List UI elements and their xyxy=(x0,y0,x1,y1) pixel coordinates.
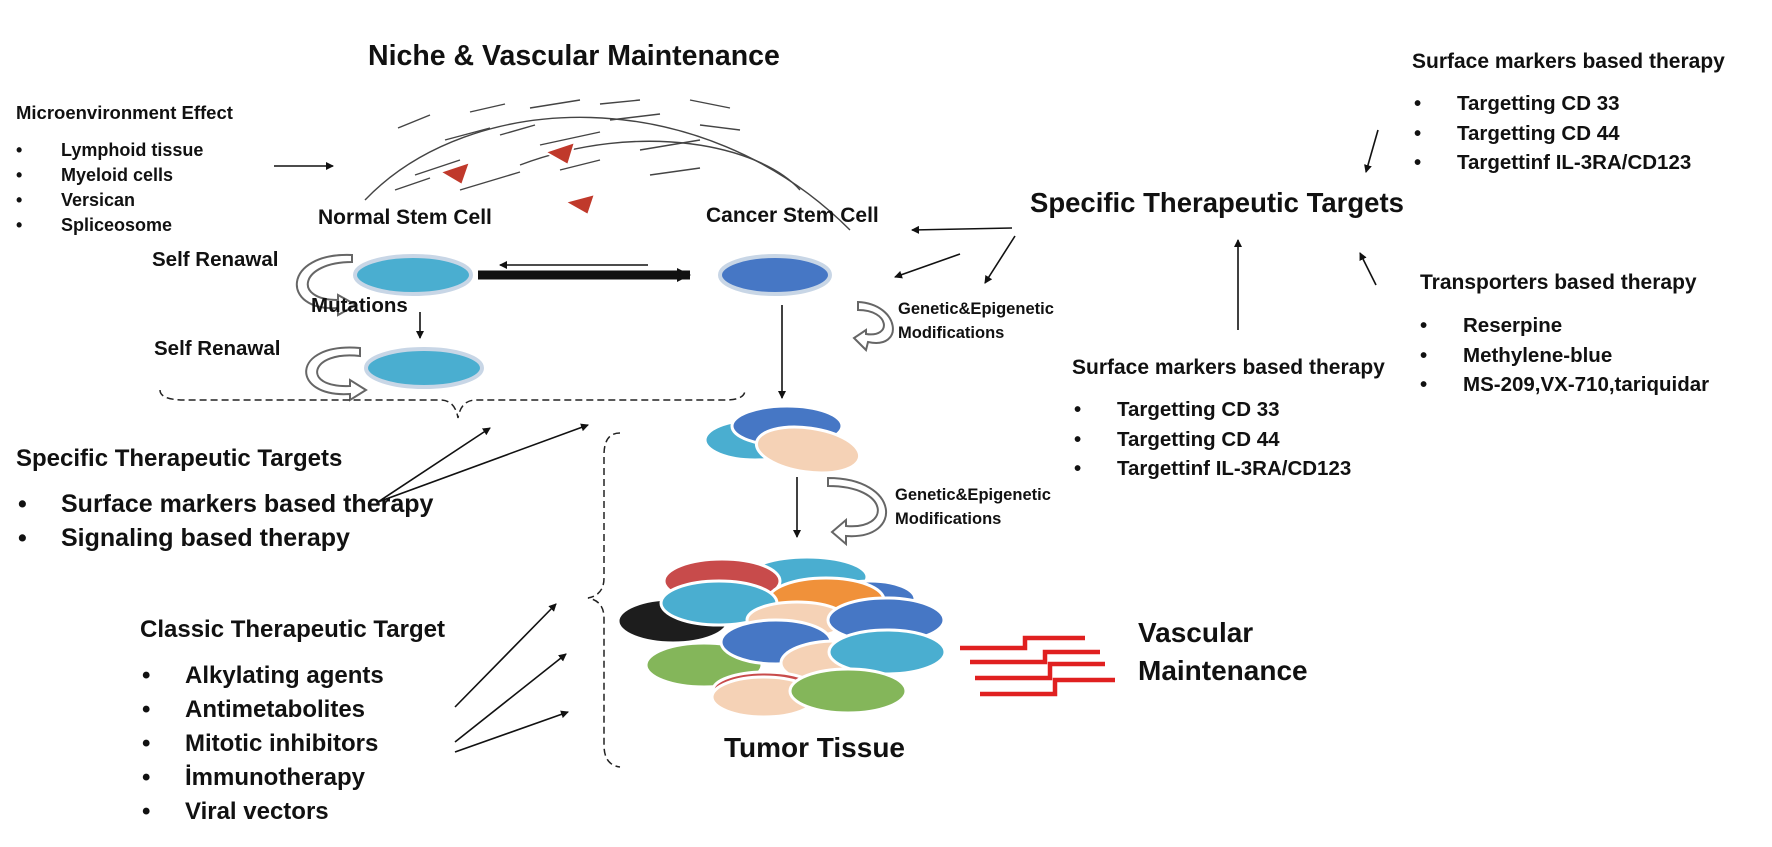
microenvironment-heading: Microenvironment Effect xyxy=(16,102,233,123)
list-item: Viral vectors xyxy=(140,798,384,832)
tumor-tissue-cluster xyxy=(616,555,947,719)
red-blood-cells xyxy=(437,140,597,217)
list-item: Targetting CD 33 xyxy=(1412,92,1691,122)
modifications-label-1b: Modifications xyxy=(898,324,1005,342)
list-item: Signaling based therapy xyxy=(16,524,433,558)
modifications-label-2a: Genetic&Epigenetic xyxy=(895,486,1051,504)
right-specific-targets-heading: Specific Therapeutic Targets xyxy=(1030,187,1404,218)
vascular-lines xyxy=(960,635,1115,697)
normal-stem-cell xyxy=(353,254,473,296)
list-item: Lymphoid tissue xyxy=(16,140,203,165)
self-renewal-label-2: Self Renawal xyxy=(154,337,281,360)
transporters-heading: Transporters based therapy xyxy=(1420,271,1697,294)
self-renewal-label-1: Self Renawal xyxy=(152,248,279,271)
transition-cell-cluster xyxy=(703,404,862,475)
list-item: Mitotic inhibitors xyxy=(140,730,384,764)
list-item: Reserpine xyxy=(1418,314,1709,344)
left-specific-targets-heading: Specific Therapeutic Targets xyxy=(16,445,343,472)
classic-targets-list: Alkylating agents Antimetabolites Mitoti… xyxy=(140,662,384,832)
list-item: Surface markers based therapy xyxy=(16,490,433,524)
list-item: MS-209,VX-710,tariquidar xyxy=(1418,373,1709,403)
vertical-brace xyxy=(587,432,621,768)
classic-targets-heading: Classic Therapeutic Target xyxy=(140,616,445,643)
mutations-label: Mutations xyxy=(311,294,408,317)
list-item: Targetting CD 44 xyxy=(1412,122,1691,152)
cancer-stem-cell-label: Cancer Stem Cell xyxy=(706,204,879,227)
surface-markers-top-list: Targetting CD 33 Targetting CD 44 Target… xyxy=(1412,92,1691,181)
modifications-label-2b: Modifications xyxy=(895,510,1002,528)
list-item: Targettinf IL-3RA/CD123 xyxy=(1072,457,1351,487)
list-item: Versican xyxy=(16,190,203,215)
list-item: Targettinf IL-3RA/CD123 xyxy=(1412,151,1691,181)
daughter-stem-cell xyxy=(364,347,484,389)
vascular-label-line-2: Maintenance xyxy=(1138,655,1308,686)
list-item: Methylene-blue xyxy=(1418,344,1709,374)
curved-arrows xyxy=(296,253,894,547)
list-item: Targetting CD 33 xyxy=(1072,398,1351,428)
list-item: Antimetabolites xyxy=(140,696,384,730)
list-item: Targetting CD 44 xyxy=(1072,428,1351,458)
surface-markers-mid-list: Targetting CD 33 Targetting CD 44 Target… xyxy=(1072,398,1351,487)
surface-markers-mid-heading: Surface markers based therapy xyxy=(1072,356,1385,379)
tumor-tissue-label: Tumor Tissue xyxy=(724,732,906,763)
surface-markers-top-heading: Surface markers based therapy xyxy=(1412,50,1725,73)
page-title: Niche & Vascular Maintenance xyxy=(368,40,780,72)
modifications-label-1a: Genetic&Epigenetic xyxy=(898,300,1054,318)
list-item: İmmunotherapy xyxy=(140,764,384,798)
microenvironment-list: Lymphoid tissue Myeloid cells Versican S… xyxy=(16,140,203,240)
normal-stem-cell-label: Normal Stem Cell xyxy=(318,206,492,229)
list-item: Alkylating agents xyxy=(140,662,384,696)
vascular-label-line-1: Vascular xyxy=(1138,617,1254,648)
cancer-stem-cell xyxy=(718,254,832,296)
horizontal-brace xyxy=(159,389,746,419)
list-item: Myeloid cells xyxy=(16,165,203,190)
transporters-list: Reserpine Methylene-blue MS-209,VX-710,t… xyxy=(1418,314,1709,403)
list-item: Spliceosome xyxy=(16,215,203,240)
left-specific-targets-list: Surface markers based therapy Signaling … xyxy=(16,490,433,557)
